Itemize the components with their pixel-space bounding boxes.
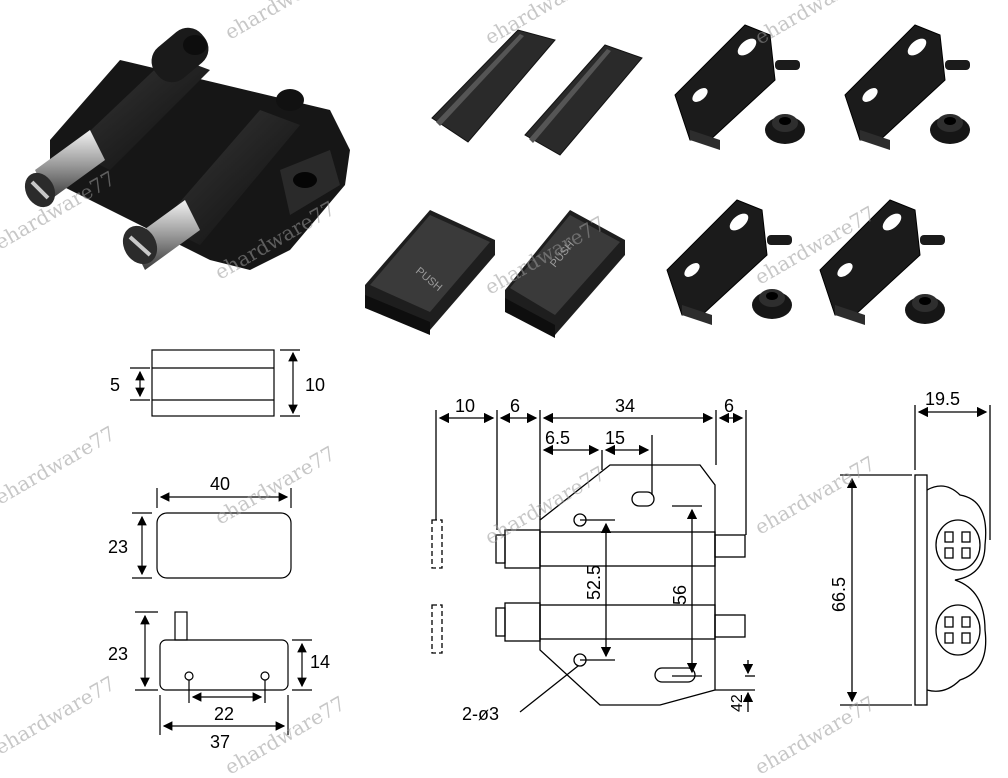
dim-catch-56: 56: [670, 585, 690, 605]
catch-front-drawing: 10 6 34 6 6.5 15 52.5 56 42 2-ø3: [431, 396, 755, 724]
plate-top-drawing: 40 23: [108, 474, 292, 579]
plate-side-drawing: 10 5: [110, 349, 325, 417]
dim-catch-10: 10: [455, 396, 475, 416]
svg-text:ehardware77: ehardware77: [221, 0, 350, 44]
svg-text:ehardware77: ehardware77: [221, 691, 350, 778]
svg-text:ehardware77: ehardware77: [481, 461, 610, 549]
catch-side-drawing: 19.5 66.5: [829, 389, 991, 706]
dim-side-width: 19.5: [925, 389, 960, 409]
dim-catch-6-right: 6: [724, 396, 734, 416]
mounting-bracket: [674, 24, 805, 150]
dim-catch-15: 15: [605, 428, 625, 448]
strike-plate: [431, 29, 556, 143]
mounting-bracket: [666, 199, 792, 325]
dim-catch-42: 42: [729, 694, 746, 712]
dim-cover-hole-spacing: 22: [214, 704, 234, 724]
dim-plate-height: 10: [305, 375, 325, 395]
svg-text:ehardware77: ehardware77: [751, 451, 880, 539]
push-cover: PUSH: [505, 210, 625, 338]
svg-text:ehardware77: ehardware77: [751, 0, 880, 49]
dim-catch-6-left: 6: [510, 396, 520, 416]
dim-catch-holes: 2-ø3: [462, 704, 499, 724]
cover-front-drawing: 22 37 23 14: [108, 611, 330, 752]
dim-catch-34: 34: [615, 396, 635, 416]
dim-plate-width: 40: [210, 474, 230, 494]
mounting-bracket: [819, 199, 945, 325]
svg-text:ehardware77: ehardware77: [751, 691, 880, 778]
push-cover: PUSH: [365, 210, 495, 335]
dim-cover-height-left: 23: [108, 644, 128, 664]
dim-plate-inner: 5: [110, 375, 120, 395]
dim-plate-depth: 23: [108, 537, 128, 557]
dim-side-height: 66.5: [829, 577, 849, 612]
svg-text:ehardware77: ehardware77: [0, 421, 119, 509]
dim-cover-width: 37: [210, 732, 230, 752]
svg-text:ehardware77: ehardware77: [0, 671, 119, 759]
catch-photo: [24, 27, 350, 270]
dim-catch-52-5: 52.5: [584, 565, 604, 600]
dim-cover-height-right: 14: [310, 652, 330, 672]
dim-catch-6-5: 6.5: [545, 428, 570, 448]
strike-plate: [524, 44, 643, 156]
mounting-bracket: [844, 24, 970, 150]
